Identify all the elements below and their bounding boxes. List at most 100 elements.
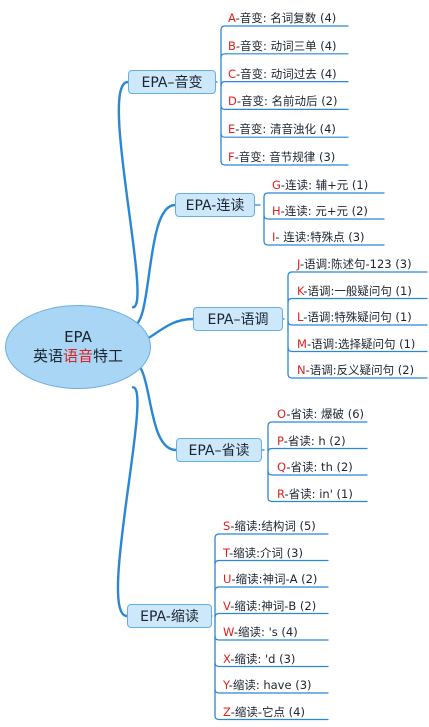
leaf-item[interactable]: J-语调:陈述句-123 (3) <box>297 256 412 272</box>
leaf-code: W <box>223 625 234 639</box>
leaf-code: V <box>223 598 231 613</box>
connector-line <box>117 80 139 309</box>
leaf-item[interactable]: D-音变: 名前动后 (2) <box>228 93 337 109</box>
leaf-code: J <box>297 257 300 271</box>
leaf-text: -缩读-它点 (4) <box>230 704 305 719</box>
connector-line <box>287 320 428 326</box>
leaf-item[interactable]: M-语调:选择疑问句 (1) <box>297 336 415 352</box>
root-subtitle-suffix: 特工 <box>93 347 124 365</box>
leaf-code: O <box>277 407 287 421</box>
connector-line <box>263 240 385 246</box>
leaf-text: -缩读:结构词 (5) <box>230 519 316 533</box>
leaf-item[interactable]: E-音变: 清音浊化 (4) <box>228 121 336 137</box>
leaf-text: -音变: 音节规律 (3) <box>234 150 336 164</box>
connector-line <box>267 496 368 503</box>
connector-line <box>214 661 329 668</box>
connector-line <box>263 214 385 220</box>
leaf-code: B <box>228 38 236 53</box>
leaf-item[interactable]: A-音变: 名词复数 (4) <box>228 10 336 26</box>
connector-line <box>263 192 385 198</box>
leaf-text: -缩读: have (3) <box>228 678 312 692</box>
leaf-code: Q <box>277 460 287 474</box>
leaf-code: X <box>223 651 231 666</box>
leaf-item[interactable]: P-省读: h (2) <box>277 433 346 449</box>
leaf-item[interactable]: R-省读: in' (1) <box>277 486 353 502</box>
leaf-code: R <box>277 486 285 501</box>
root-node[interactable]: EPA 英语语音特工 <box>5 305 151 389</box>
connector-line <box>214 714 329 721</box>
leaf-code: T <box>223 545 229 560</box>
branch-node[interactable]: EPA–语调 <box>193 307 283 331</box>
connector-line <box>267 421 368 427</box>
leaf-item[interactable]: V-缩读:神词-B (2) <box>223 598 316 614</box>
leaf-text: -省读: in' (1) <box>284 486 353 501</box>
leaf-text: -音变: 名前动后 (2) <box>236 94 338 109</box>
leaf-text: -省读: th (2) <box>286 460 353 474</box>
connector-line <box>287 271 428 277</box>
leaf-code: A <box>228 11 236 25</box>
connector-line <box>220 104 349 110</box>
leaf-code: Z <box>223 704 231 719</box>
leaf-item[interactable]: W-缩读: 's (4) <box>223 624 298 640</box>
leaf-item[interactable]: B-音变: 动词三单 (4) <box>228 38 337 54</box>
leaf-item[interactable]: N-语调:反义疑问句 (2) <box>297 362 414 378</box>
connector-line <box>220 81 349 87</box>
leaf-text: -缩读:神词-A (2) <box>231 572 318 586</box>
leaf-text: -音变: 清音浊化 (4) <box>235 122 336 137</box>
leaf-text: -省读: h (2) <box>283 433 346 448</box>
leaf-item[interactable]: F-音变: 音节规律 (3) <box>228 149 335 165</box>
leaf-item[interactable]: G-连读: 辅+元 (1) <box>272 177 368 193</box>
leaf-code: E <box>228 122 236 137</box>
connector-line <box>131 361 178 452</box>
leaf-item[interactable]: Z-缩读-它点 (4) <box>223 704 305 720</box>
leaf-text: -缩读: 'd (3) <box>230 651 296 666</box>
leaf-item[interactable]: Y-缩读: have (3) <box>223 677 312 693</box>
connector-line <box>116 386 139 618</box>
leaf-item[interactable]: I- 连读:特殊点 (3) <box>272 229 365 245</box>
connector-line <box>267 447 368 454</box>
leaf-item[interactable]: L-语调:特殊疑问句 (1) <box>297 309 412 325</box>
branch-node[interactable]: EPA–省读 <box>176 438 262 462</box>
leaf-code: K <box>297 283 304 298</box>
leaf-code: G <box>272 178 281 192</box>
leaf-item[interactable]: X-缩读: 'd (3) <box>223 651 295 667</box>
leaf-text: -语调:选择疑问句 (1) <box>306 336 416 351</box>
connector-line <box>267 470 368 476</box>
leaf-text: -缩读:神词-B (2) <box>230 598 317 613</box>
leaf-item[interactable]: O-省读: 爆破 (6) <box>277 406 364 422</box>
connector-line <box>214 688 329 694</box>
leaf-text: -省读: 爆破 (6) <box>286 407 364 421</box>
branch-node[interactable]: EPA-缩读 <box>127 604 212 628</box>
leaf-item[interactable]: T-缩读:介词 (3) <box>223 545 303 561</box>
leaf-code: U <box>223 572 232 586</box>
leaf-code: D <box>228 94 237 109</box>
leaf-text: -语调:特殊疑问句 (1) <box>303 310 412 324</box>
leaf-item[interactable]: S-缩读:结构词 (5) <box>223 518 316 534</box>
leaf-code: M <box>297 336 307 351</box>
leaf-item[interactable]: U-缩读:神词-A (2) <box>223 571 317 587</box>
leaf-text: -语调:一般疑问句 (1) <box>303 283 412 298</box>
connector-line <box>214 612 329 619</box>
root-subtitle-prefix: 英语 <box>32 347 63 365</box>
leaf-item[interactable]: Q-省读: th (2) <box>277 459 353 475</box>
leaf-item[interactable]: H-连读: 元+元 (2) <box>272 203 368 219</box>
connector-line <box>220 132 349 138</box>
leaf-item[interactable]: C-音变: 动词过去 (4) <box>228 66 337 82</box>
connector-line <box>214 635 329 641</box>
leaf-text: -音变: 名词复数 (4) <box>235 11 337 25</box>
connector-line <box>220 25 349 31</box>
branch-node[interactable]: EPA-连读 <box>175 193 255 217</box>
leaf-code: C <box>228 66 237 81</box>
leaf-item[interactable]: K-语调:一般疑问句 (1) <box>297 283 412 299</box>
leaf-code: H <box>272 204 281 218</box>
leaf-text: -语调:陈述句-123 (3) <box>299 257 412 271</box>
connector-line <box>214 533 329 539</box>
root-subtitle-highlight: 语音 <box>62 347 93 365</box>
connector-line <box>214 559 329 566</box>
branch-node[interactable]: EPA–音变 <box>128 70 216 94</box>
leaf-code: P <box>277 433 284 448</box>
leaf-text: -连读: 辅+元 (1) <box>280 178 369 192</box>
connector-line <box>287 297 428 304</box>
